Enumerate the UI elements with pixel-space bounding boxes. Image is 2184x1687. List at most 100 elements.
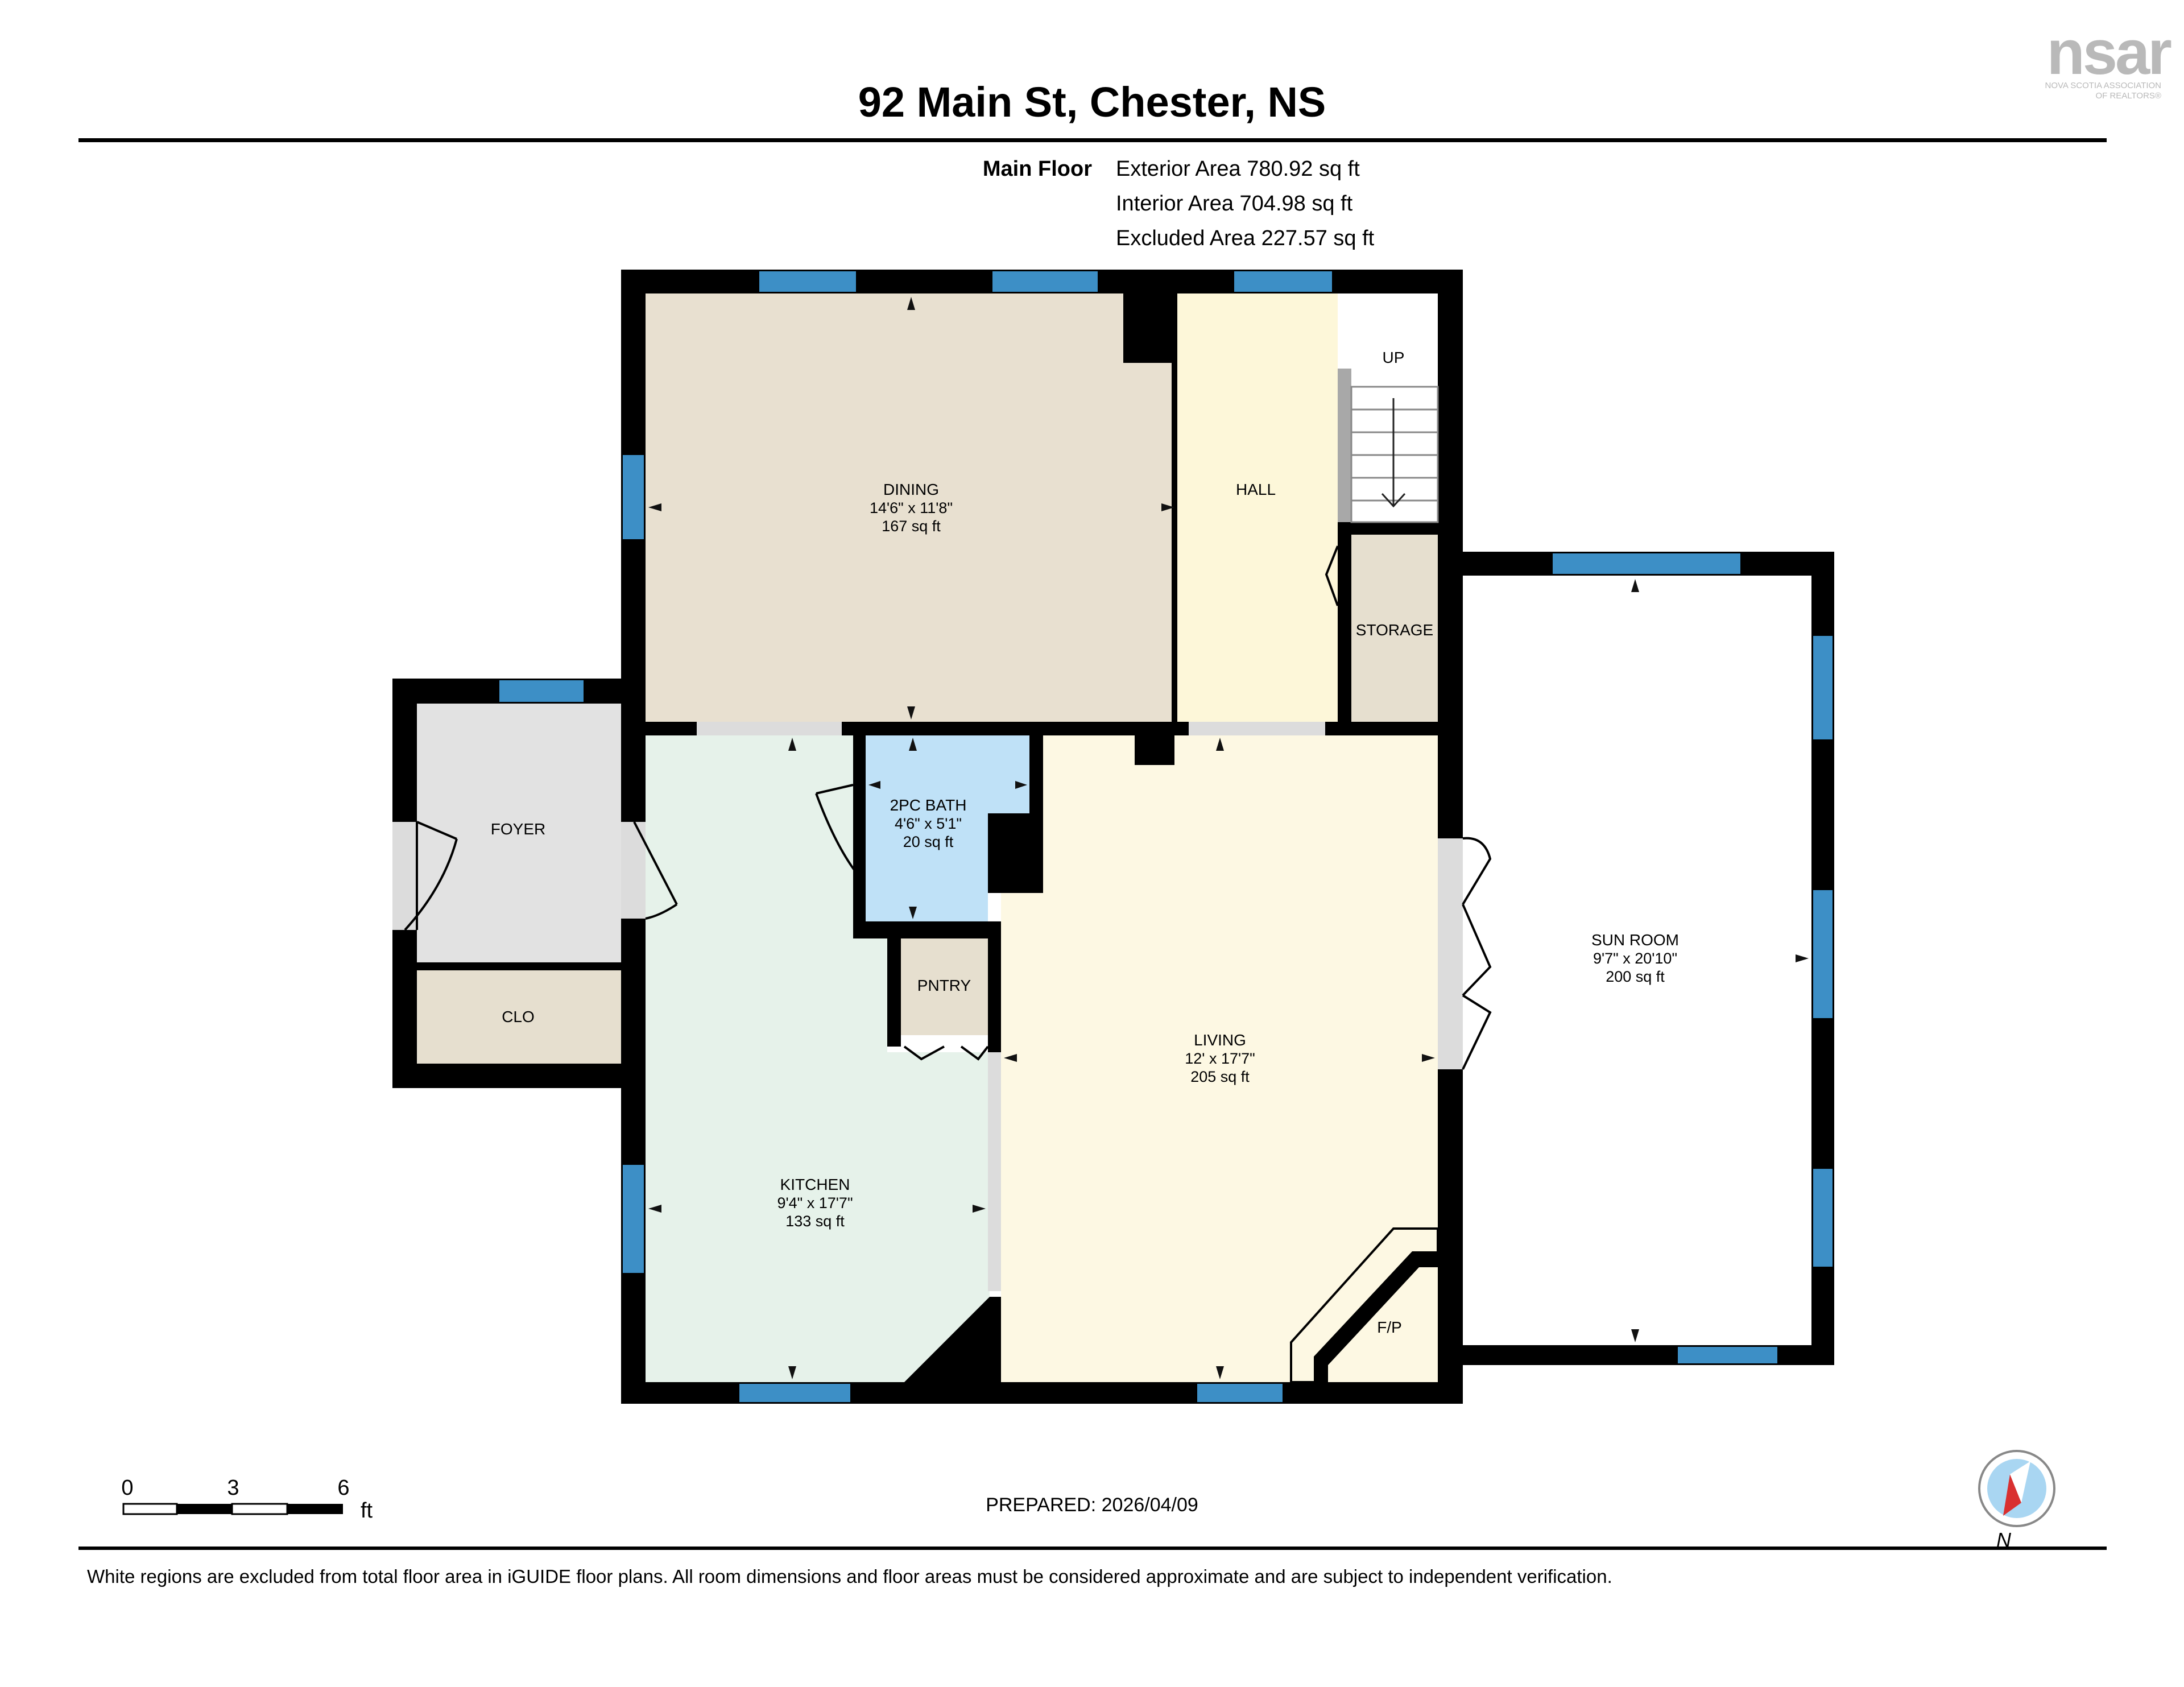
arrow [648, 503, 661, 511]
wall-bath-bottom [853, 921, 1001, 938]
stairs [1338, 369, 1439, 523]
wall-pantry-right [988, 938, 1001, 1052]
door-foyer-entry [404, 821, 458, 931]
fireplace-inner [1328, 1267, 1438, 1382]
sunroom-area: 200 sq ft [1606, 968, 1665, 985]
living-dims: 12' x 17'7" [1185, 1050, 1255, 1067]
arrow [1004, 1054, 1017, 1062]
prepared-date: PREPARED: 2026/04/09 [986, 1494, 1198, 1516]
window [1553, 553, 1740, 574]
opening-living-sunroom [1438, 838, 1463, 1069]
arrow [1422, 1054, 1435, 1062]
wall-foyer-bottom [392, 1064, 646, 1088]
window [623, 1165, 644, 1273]
opening-kitchen-living [988, 1052, 1001, 1291]
compass-needle-icon [2003, 1474, 2021, 1516]
arrow [973, 1205, 986, 1213]
header-divider [78, 138, 2107, 142]
opening-dining-kitchen [697, 722, 842, 735]
wall-sun-bottom [1459, 1345, 1834, 1365]
pantry-name: PNTRY [917, 977, 971, 994]
exterior-area: Exterior Area 780.92 sq ft [1116, 157, 1360, 181]
stair-lines [1351, 408, 1438, 502]
door-storage [1325, 545, 1339, 606]
closet-name: CLO [502, 1008, 535, 1026]
bath-area: 20 sq ft [903, 833, 954, 850]
compass: N [1978, 1450, 2055, 1552]
window [739, 1384, 850, 1402]
wall-main-right-lower [1438, 1069, 1463, 1404]
door-sunroom-1 [1462, 837, 1492, 905]
room-dining [646, 293, 1177, 722]
opening-foyer-entry [392, 822, 417, 930]
stairs-up-label: UP [1383, 349, 1405, 366]
living-area: 205 sq ft [1190, 1068, 1250, 1085]
arrow [868, 781, 880, 789]
scale-segment-4 [287, 1504, 343, 1514]
window [623, 455, 644, 539]
scale-tick-0: 0 [121, 1476, 133, 1500]
scale-unit: ft [361, 1499, 373, 1523]
wall-pantry-left [887, 938, 901, 1047]
logo-subtitle-2: OF REALTORS® [2095, 91, 2161, 101]
room-pantry [901, 938, 988, 1035]
bath-dims: 4'6" x 5'1" [895, 815, 962, 832]
storage-name: STORAGE [1356, 621, 1433, 639]
wall-living-pillar [1135, 735, 1174, 765]
arrow [788, 1366, 796, 1379]
window [1813, 636, 1833, 739]
nsar-logo: nsar NOVA SCOTIA ASSOCIATION OF REALTORS… [2045, 18, 2174, 101]
stair-arrow [1381, 398, 1406, 508]
room-hall [1177, 293, 1338, 722]
arrow [909, 738, 917, 751]
doors [404, 545, 1492, 1070]
arrow [907, 297, 915, 310]
kitchen-name: KITCHEN [780, 1176, 850, 1193]
arrow [1015, 781, 1027, 789]
wall-bath-right-top [1029, 735, 1043, 893]
sunroom-dims: 9'7" x 20'10" [1593, 950, 1677, 967]
arrow [648, 1205, 661, 1213]
door-foyer-kitchen [633, 821, 678, 920]
room-kitchen [646, 735, 990, 1382]
wall-chimney [1123, 293, 1177, 363]
door-sunroom-3 [1462, 994, 1492, 1070]
room-fills [417, 293, 1811, 1382]
dimension-arrows [648, 297, 1809, 1379]
room-labels: DINING 14'6" x 11'8" 167 sq ft HALL UP S… [491, 349, 1679, 1336]
scale-tick-6: 6 [337, 1476, 349, 1500]
arrow [1161, 503, 1174, 511]
wall-kitchen-angle [904, 1297, 1001, 1382]
living-name: LIVING [1194, 1031, 1246, 1049]
window [759, 271, 856, 292]
window [499, 680, 584, 702]
dining-name: DINING [883, 481, 939, 498]
logo-text: nsar [2047, 18, 2172, 88]
arrow [788, 738, 796, 751]
kitchen-dims: 9'4" x 17'7" [777, 1194, 853, 1212]
door-bath [815, 784, 860, 877]
window [992, 271, 1098, 292]
scale-segment-1 [122, 1503, 178, 1515]
fireplace-name: F/P [1377, 1318, 1402, 1336]
scale-bar: 0 3 6 ft [121, 1476, 373, 1523]
page-title: 92 Main St, Chester, NS [858, 78, 1326, 126]
windows [499, 271, 1833, 1402]
arrow [909, 907, 917, 919]
room-foyer [417, 704, 622, 962]
room-sunroom [1459, 576, 1811, 1345]
window [1234, 271, 1332, 292]
sunroom-name: SUN ROOM [1591, 931, 1679, 949]
wall-storage-top [1338, 522, 1438, 535]
scale-tick-3: 3 [227, 1476, 239, 1500]
foyer-name: FOYER [491, 820, 545, 838]
compass-needle-tail [2010, 1461, 2030, 1503]
arrow [1631, 579, 1639, 592]
arrow [1216, 738, 1224, 751]
dining-area: 167 sq ft [882, 518, 941, 535]
window [1197, 1384, 1283, 1402]
scale-segment-2 [177, 1504, 232, 1514]
room-bath [866, 735, 1029, 921]
wall-dining-hall [1172, 293, 1177, 722]
wall-main-right-upper [1438, 270, 1463, 838]
